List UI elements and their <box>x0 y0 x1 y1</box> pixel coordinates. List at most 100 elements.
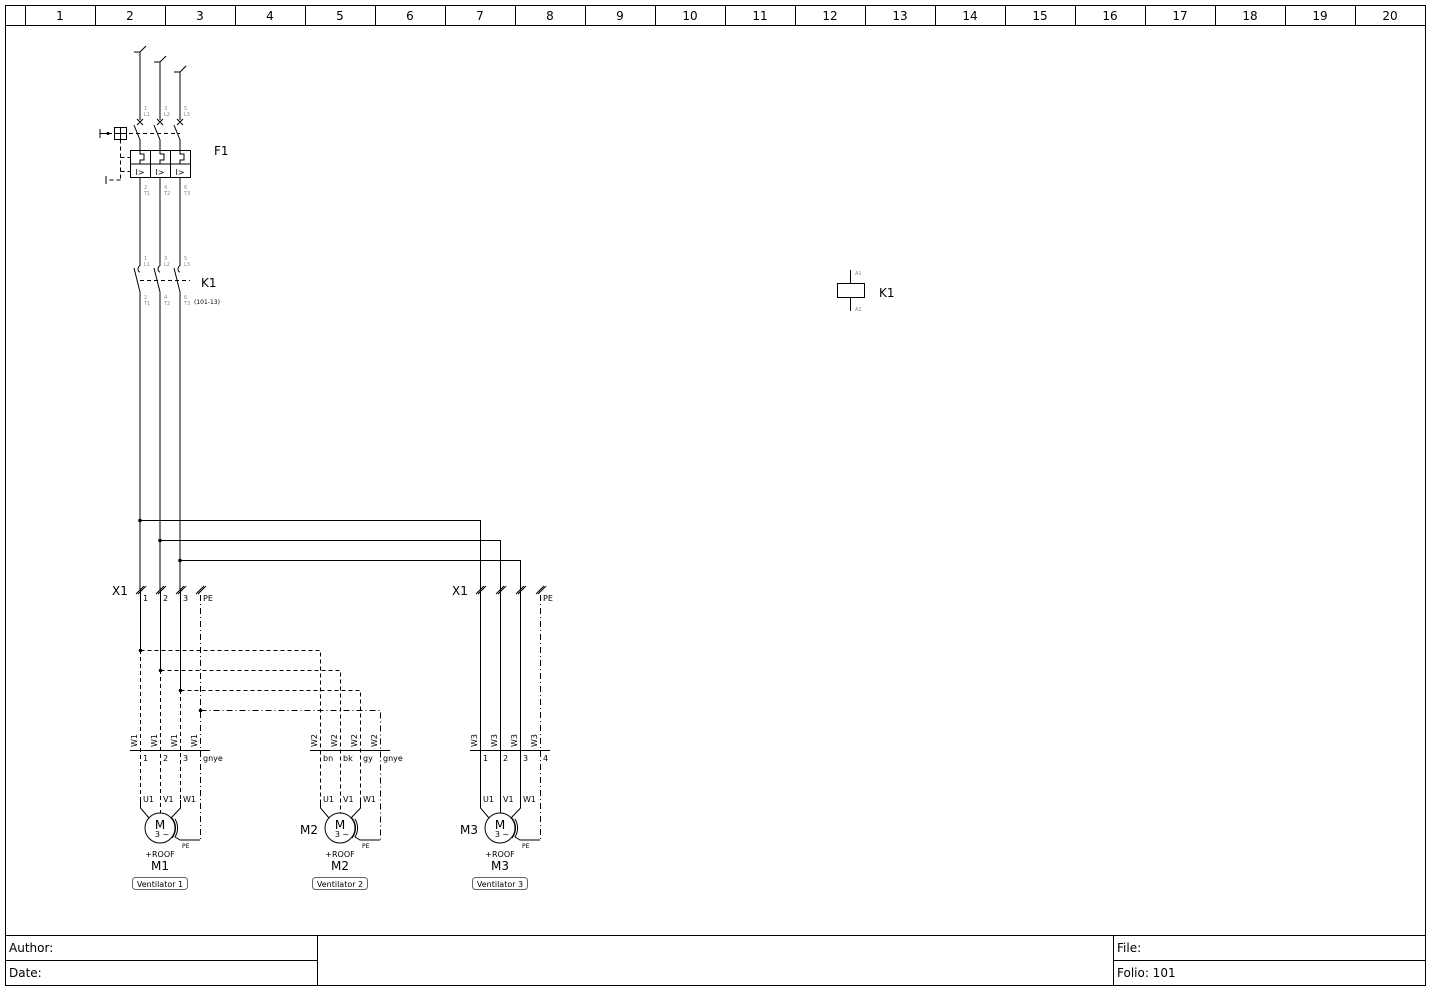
terminal-label: 3 <box>183 594 188 603</box>
motor-symbol: M <box>335 818 345 832</box>
coil-tag: K1 <box>879 286 895 300</box>
terminal-strip-tag: X1 <box>112 584 128 598</box>
pin-phase: L3 <box>184 112 190 118</box>
cable-tag: W3 <box>470 734 479 747</box>
column-number: 4 <box>266 9 274 23</box>
core-label: gnye <box>383 754 403 763</box>
motor-phase: 3 ~ <box>155 830 169 839</box>
description-box <box>472 877 528 890</box>
contactor-k1-contacts[interactable]: K1 (101-13) <box>133 255 220 590</box>
core-label: 1 <box>143 754 148 763</box>
motor-phase: 3 ~ <box>335 830 349 839</box>
terminal-icon <box>515 585 527 595</box>
pin-number: 6 <box>184 185 187 191</box>
contactor-coil-k1[interactable]: A1 A2 K1 <box>837 270 895 313</box>
magnetic-trip-label: I> <box>135 168 144 177</box>
core-label: 3 <box>183 754 188 763</box>
cable-tag: W2 <box>310 734 319 747</box>
pin-number: 1 <box>144 256 147 262</box>
core-label: gy <box>363 754 373 763</box>
winding-label: W1 <box>523 795 536 804</box>
motor-symbol: M <box>495 818 505 832</box>
description-box <box>312 877 368 890</box>
motor-icon <box>324 812 356 844</box>
file-field: File: <box>1117 941 1141 955</box>
terminal-icon <box>495 585 507 595</box>
pin-number: 3 <box>164 106 167 112</box>
cable-tag: W2 <box>330 734 339 747</box>
pin-phase: T1 <box>143 191 150 197</box>
winding-label: W1 <box>183 795 196 804</box>
pin-phase: L1 <box>144 112 150 118</box>
terminal-icon <box>155 585 167 595</box>
column-number: 15 <box>1032 9 1047 23</box>
circuit-breaker-f1[interactable]: I> I> I> F1 <box>99 118 229 255</box>
contactor-tag: K1 <box>201 276 217 290</box>
winding-label: V1 <box>343 795 354 804</box>
pe-label: PE <box>522 843 530 850</box>
cable-tag: W2 <box>370 734 379 747</box>
magnetic-trip-label: I> <box>155 168 164 177</box>
column-number: 10 <box>682 9 697 23</box>
cable-tag: W3 <box>490 734 499 747</box>
pin-phase: L2 <box>164 112 170 118</box>
column-number: 5 <box>336 9 344 23</box>
motor-symbol: M <box>155 818 165 832</box>
pin-number: 3 <box>164 256 167 262</box>
column-number: 9 <box>616 9 624 23</box>
core-label: bn <box>323 754 333 763</box>
terminal-icon <box>175 585 187 595</box>
description-box <box>132 877 188 890</box>
cable-tag: W1 <box>190 734 199 747</box>
terminal-label: 1 <box>143 594 148 603</box>
terminal-label: PE <box>203 594 213 603</box>
pe-connection <box>351 817 380 841</box>
pe-label: PE <box>362 843 370 850</box>
location-label: +ROOF <box>145 850 175 859</box>
column-number: 14 <box>962 9 977 23</box>
pin-phase: L3 <box>184 262 190 268</box>
core-label: 1 <box>483 754 488 763</box>
column-number: 13 <box>892 9 907 23</box>
terminal-label: PE <box>543 594 553 603</box>
pin-number: 4 <box>164 185 167 191</box>
column-number: 3 <box>196 9 204 23</box>
supply-lines <box>134 45 187 120</box>
title-block: Author: Date: File: Folio: 101 <box>5 935 1425 985</box>
core-label: gnye <box>203 754 223 763</box>
breaker-tag: F1 <box>214 144 229 158</box>
pin-phase: T3 <box>183 191 190 197</box>
cable-tag: W2 <box>350 734 359 747</box>
core-label: 2 <box>163 754 168 763</box>
pin-phase: T1 <box>143 301 150 307</box>
author-field: Author: <box>9 941 53 955</box>
column-number: 8 <box>546 9 554 23</box>
terminal-icon <box>195 585 207 595</box>
pin-number: 5 <box>184 256 187 262</box>
cable-tag: W1 <box>170 734 179 747</box>
motor-icon <box>484 812 516 844</box>
pin-phase: T2 <box>163 191 170 197</box>
core-label: 2 <box>503 754 508 763</box>
date-field: Date: <box>9 966 42 980</box>
sheet-border <box>5 5 1426 986</box>
pin-number: 6 <box>184 295 187 301</box>
cable-tag: W3 <box>530 734 539 747</box>
terminal-icon <box>135 585 147 595</box>
column-number: 11 <box>752 9 767 23</box>
motor-tag: M2 <box>331 859 349 873</box>
pin-phase: L2 <box>164 262 170 268</box>
column-number: 2 <box>126 9 134 23</box>
core-label: 4 <box>543 754 548 763</box>
motor-description: Ventilator 3 <box>477 880 523 889</box>
cable-tag: W1 <box>150 734 159 747</box>
pin-number: 2 <box>144 295 147 301</box>
pe-label: PE <box>182 843 190 850</box>
coil-pin-a1: A1 <box>855 271 862 277</box>
column-number: 20 <box>1382 9 1397 23</box>
